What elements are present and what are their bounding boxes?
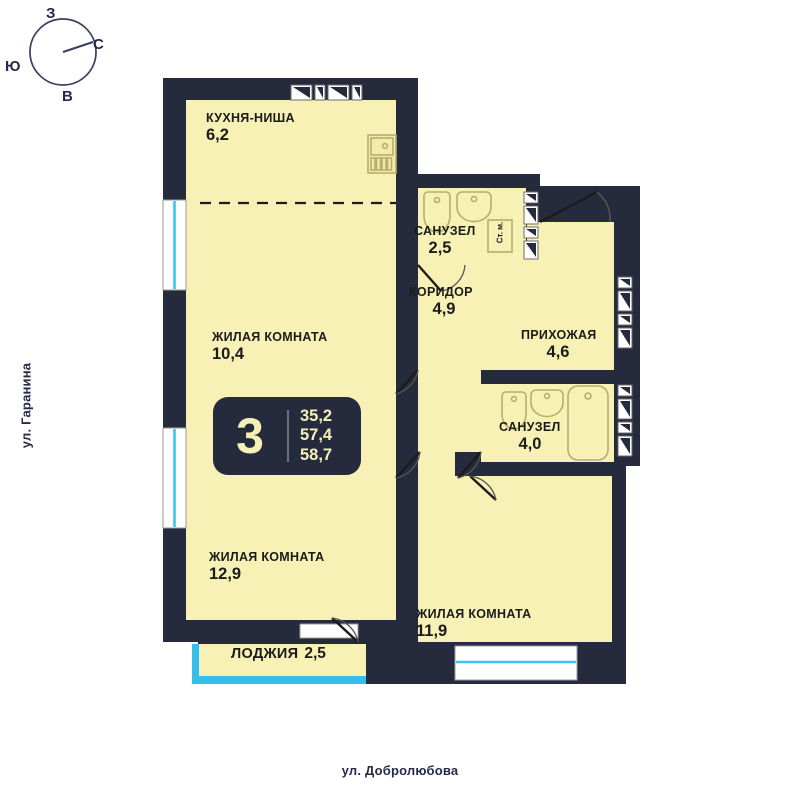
door-bath-big (469, 475, 497, 501)
street-label-bottom: ул. Добролюбова (341, 763, 459, 778)
room-name: ПРИХОЖАЯ (521, 328, 597, 342)
room-label-bath-small: САНУЗЕЛ 2,5 (414, 224, 476, 258)
room-label-hall: ПРИХОЖАЯ 4,6 (521, 328, 597, 362)
room-label-loggia: ЛОДЖИЯ 2,5 (231, 645, 326, 663)
compass-label-south: В (62, 88, 73, 105)
room-label-bath-big: САНУЗЕЛ 4,0 (499, 420, 561, 454)
sink-icon-small-bath (456, 191, 492, 223)
room-name: САНУЗЕЛ (499, 420, 561, 434)
room-area: 4,9 (432, 300, 456, 318)
badge-areas: 35,2 57,4 58,7 (300, 407, 332, 464)
room-name: ЖИЛАЯ КОМНАТА (416, 607, 532, 621)
stove-icon (367, 134, 397, 174)
badge-room-count: 3 (236, 408, 264, 464)
right-vent-grilles (523, 191, 633, 457)
fixtures (367, 134, 609, 461)
room-area: 2,5 (428, 239, 452, 257)
room-name: ЖИЛАЯ КОМНАТА (212, 330, 328, 344)
room-area: 4,0 (518, 435, 542, 453)
door-loggia (331, 617, 359, 643)
room-area: 11,9 (416, 622, 448, 640)
room-area: 12,9 (209, 565, 242, 583)
street-label-left: ул. Гаранина (18, 362, 34, 449)
door-living1 (395, 369, 419, 395)
room-area: 6,2 (206, 126, 229, 144)
floor-kitchen-living1 (186, 100, 396, 388)
room-floors (186, 100, 614, 682)
door-bath-small (417, 264, 466, 292)
room-label-living1: ЖИЛАЯ КОМНАТА 10,4 (212, 330, 328, 364)
door-living2 (395, 451, 421, 479)
compass-label-north: З (46, 5, 56, 22)
floor-loggia (198, 644, 366, 682)
room-name: КОРИДОР (409, 285, 473, 299)
windows (162, 199, 578, 681)
room-label-kitchen: КУХНЯ-НИША 6,2 (206, 111, 295, 145)
window-left-upper (162, 199, 187, 291)
washing-machine-label: Ст. м. (495, 221, 505, 244)
room-area: 2,5 (304, 645, 326, 662)
compass-label-west: Ю (5, 58, 21, 75)
washing-machine-icon (487, 219, 513, 253)
floor-bath-big (500, 384, 614, 462)
toilet-icon-big-bath (501, 391, 527, 430)
entrance-door (539, 190, 611, 224)
badge-area-living: 35,2 (300, 407, 333, 426)
room-area: 10,4 (212, 345, 245, 363)
toilet-icon-small-bath (423, 191, 451, 233)
loggia-railing (192, 644, 366, 684)
room-label-living2: ЖИЛАЯ КОМНАТА 12,9 (209, 550, 325, 584)
compass-rose (29, 18, 97, 86)
rooms-area-badge: 3 35,2 57,4 58,7 (213, 397, 361, 475)
doors (331, 190, 611, 643)
bathtub-icon (567, 385, 609, 461)
room-name: ЛОДЖИЯ (231, 646, 299, 662)
floor-hall (486, 222, 614, 370)
room-label-living3: ЖИЛАЯ КОМНАТА 11,9 (416, 607, 532, 641)
room-label-corridor: КОРИДОР 4,9 (409, 285, 479, 319)
room-name: КУХНЯ-НИША (206, 111, 295, 125)
badge-area-with-loggia: 58,7 (300, 445, 333, 464)
room-name: ЖИЛАЯ КОМНАТА (209, 550, 325, 564)
window-left-lower (162, 427, 187, 529)
window-bottom-living3 (454, 645, 578, 681)
compass-label-east: С (93, 36, 104, 53)
top-vent-grilles (290, 84, 363, 101)
room-area: 4,6 (546, 343, 570, 361)
badge-divider (287, 410, 289, 462)
badge-area-total: 57,4 (300, 426, 333, 445)
sink-icon-big-bath (530, 389, 564, 418)
door-living3 (457, 451, 482, 479)
room-name: САНУЗЕЛ (414, 224, 476, 238)
